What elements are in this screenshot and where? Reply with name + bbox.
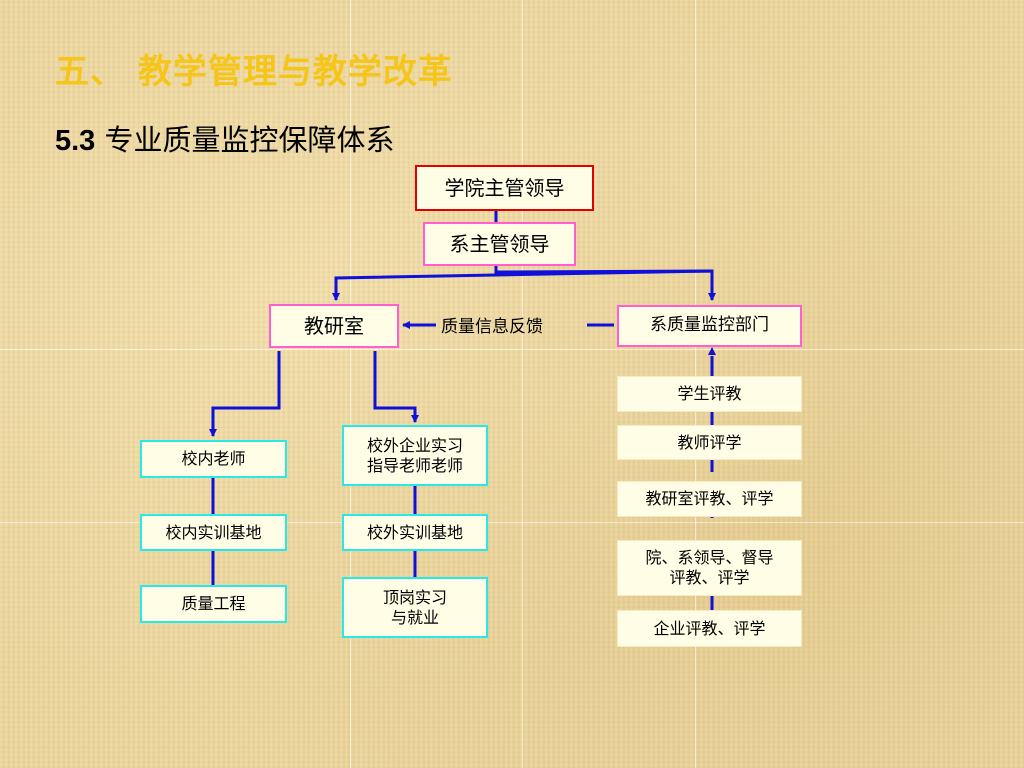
feedback-label: 质量信息反馈 xyxy=(441,317,543,337)
right-column-box: 企业评教、评学 xyxy=(617,610,802,647)
quality-dept-box: 系质量监控部门 xyxy=(617,305,802,347)
arrow-to-quality-dept xyxy=(495,269,716,301)
inside-training-base-label: 校内实训基地 xyxy=(165,522,262,542)
left-column-box: 校内老师 xyxy=(140,440,287,478)
middle-column-box: 校外企业实习 指导老师老师 xyxy=(342,425,488,486)
internship-employment-label: 顶岗实习 与就业 xyxy=(382,587,447,627)
right-column-box: 教师评学 xyxy=(617,425,802,460)
external-tutor-label: 校外企业实习 指导老师老师 xyxy=(366,435,463,475)
background-gridline xyxy=(522,0,523,768)
arrow-to-inside-teacher xyxy=(209,351,281,437)
college-leader-box: 学院主管领导 xyxy=(415,165,594,211)
teaching-office-label: 教研室 xyxy=(304,313,364,338)
inside-teacher-label: 校内老师 xyxy=(181,449,246,468)
left-column-box: 校内实训基地 xyxy=(140,514,287,551)
arrow-to-external-tutor xyxy=(373,351,419,423)
background-gridline xyxy=(350,0,351,768)
section-title: 专业质量监控保障体系 xyxy=(95,123,395,157)
teacher-evaluation-label: 教师评学 xyxy=(677,432,742,452)
office-evaluation-label: 教研室评教、评学 xyxy=(645,489,774,508)
enterprise-evaluation-label: 企业评教、评学 xyxy=(653,618,766,638)
college-leader-label: 学院主管领导 xyxy=(444,175,565,200)
middle-column-box: 顶岗实习 与就业 xyxy=(342,577,488,638)
external-training-base-label: 校外实训基地 xyxy=(366,522,463,542)
right-column-box: 院、系领导、督导 评教、评学 xyxy=(617,540,802,596)
right-column-box: 学生评教 xyxy=(617,376,802,412)
quality-dept-label: 系质量监控部门 xyxy=(650,315,769,336)
background-gridline xyxy=(0,522,1024,523)
background-gridline xyxy=(0,349,1024,350)
middle-column-box: 校外实训基地 xyxy=(342,514,488,551)
right-column-box: 教研室评教、评学 xyxy=(617,481,802,517)
student-evaluation-label: 学生评教 xyxy=(677,384,742,403)
arrow-to-teaching-office xyxy=(332,269,713,301)
slide-heading: 五、 教学管理与教学改革 xyxy=(55,52,453,92)
teaching-office-box: 教研室 xyxy=(269,304,399,348)
slide-subheading: 5.3 专业质量监控保障体系 xyxy=(55,117,395,159)
leader-evaluation-label: 院、系领导、督导 评教、评学 xyxy=(645,548,774,587)
quality-project-label: 质量工程 xyxy=(181,594,246,613)
left-column-box: 质量工程 xyxy=(140,585,287,623)
section-number: 5.3 xyxy=(55,125,96,157)
dept-leader-box: 系主管领导 xyxy=(423,222,576,266)
dept-leader-label: 系主管领导 xyxy=(449,231,550,256)
